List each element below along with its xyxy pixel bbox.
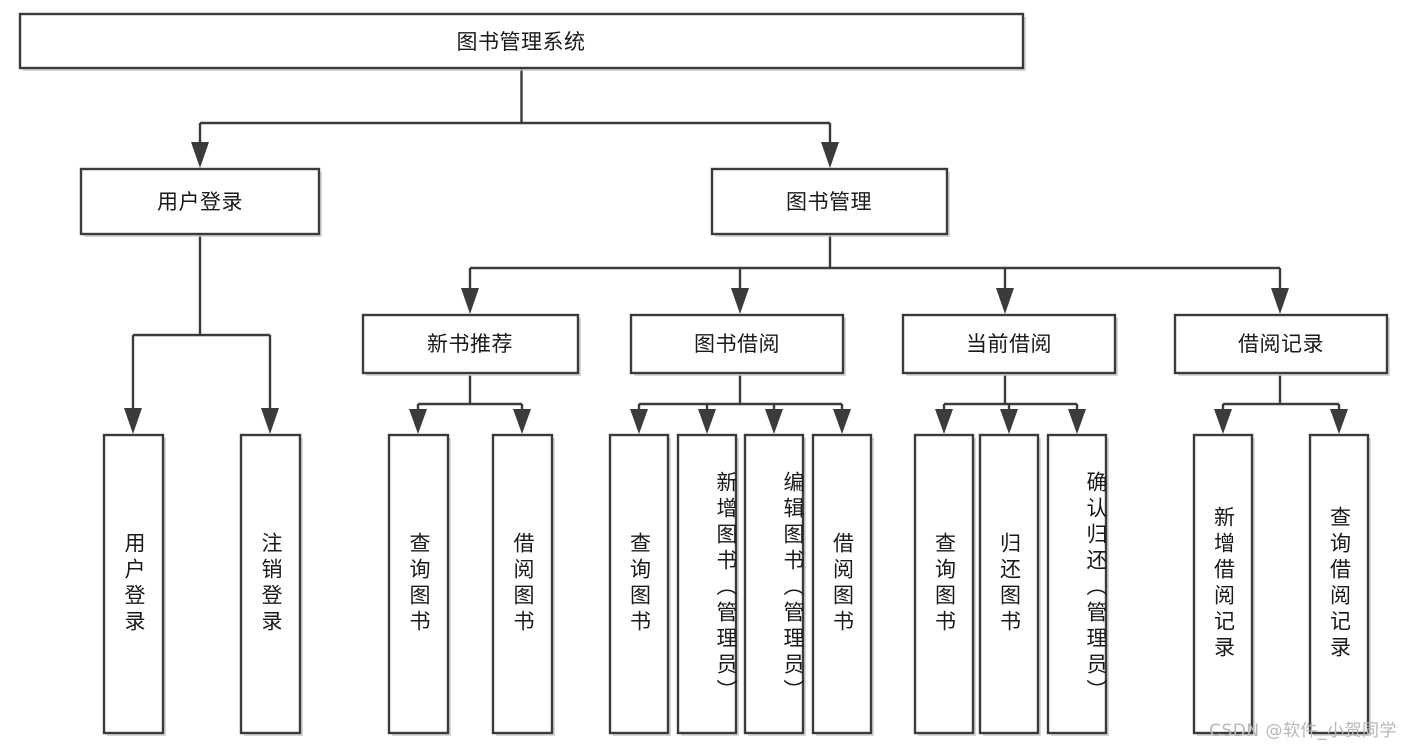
- node-root-book-management-system[interactable]: 图书管理系统: [18, 12, 1026, 71]
- node-current-borrow[interactable]: 当前借阅: [901, 313, 1118, 376]
- arrow-currentborrow-leaf-2: [1000, 409, 1018, 434]
- arrow-newbook-leaf-1: [409, 409, 427, 434]
- leaf-node-user-login-action[interactable]: [102, 433, 166, 736]
- arrow-bookborrow-leaf-3: [765, 409, 783, 434]
- leaf-bookborrow-borrow-box[interactable]: [811, 433, 873, 735]
- leaf-node-bookborrow-add-book[interactable]: [676, 433, 739, 736]
- leaf-logout-box[interactable]: [239, 433, 302, 735]
- leaf-node-currentborrow-query-book[interactable]: [913, 433, 976, 736]
- arrow-to-new-book: [461, 288, 479, 314]
- arrow-bookborrow-leaf-4: [833, 409, 851, 434]
- root-label: 图书管理系统: [457, 30, 586, 54]
- leaf-bookborrow-query-box[interactable]: [608, 433, 670, 735]
- node-book-borrow[interactable]: 图书借阅: [629, 313, 846, 376]
- arrow-newbook-leaf-2: [513, 409, 531, 434]
- arrow-bookborrow-leaf-2: [698, 409, 716, 434]
- leaf-borrowrecord-query-box[interactable]: [1308, 433, 1370, 735]
- current-borrow-label: 当前借阅: [966, 332, 1052, 356]
- borrow-record-label: 借阅记录: [1238, 332, 1324, 356]
- leaf-node-newbook-query-book[interactable]: [387, 433, 451, 736]
- leaf-borrowrecord-add-box[interactable]: [1192, 433, 1254, 735]
- leaf-currentborrow-return-box[interactable]: [978, 433, 1040, 735]
- watermark-text: CSDN @软件_小贺同学: [1209, 721, 1397, 741]
- node-user-login[interactable]: 用户登录: [79, 167, 322, 237]
- leaf-currentborrow-query-box[interactable]: [913, 433, 975, 735]
- root-box[interactable]: [18, 12, 1025, 70]
- user-login-box[interactable]: [79, 167, 321, 236]
- arrow-to-current-borrow: [996, 288, 1014, 314]
- leaf-node-currentborrow-return-book[interactable]: [978, 433, 1041, 736]
- arrow-borrowrecord-leaf-2: [1330, 409, 1348, 434]
- borrow-record-box[interactable]: [1173, 313, 1389, 375]
- arrow-to-user-login: [191, 142, 209, 168]
- leaf-node-newbook-borrow-book[interactable]: [491, 433, 555, 736]
- leaf-node-bookborrow-edit-book[interactable]: [743, 433, 806, 736]
- leaf-newbook-borrow-box[interactable]: [491, 433, 554, 735]
- leaf-node-logout[interactable]: [239, 433, 303, 736]
- arrow-userlogin-leaf-1: [124, 408, 142, 434]
- leaf-node-bookborrow-borrow-book[interactable]: [811, 433, 874, 736]
- book-management-box[interactable]: [710, 167, 949, 236]
- user-login-label: 用户登录: [157, 190, 243, 214]
- current-borrow-box[interactable]: [901, 313, 1117, 375]
- arrow-to-borrow-record: [1271, 288, 1289, 314]
- book-management-label: 图书管理: [786, 190, 872, 214]
- leaf-newbook-query-box[interactable]: [387, 433, 450, 735]
- book-borrow-label: 图书借阅: [694, 332, 780, 356]
- arrow-to-book-borrow: [731, 288, 749, 314]
- node-borrow-record[interactable]: 借阅记录: [1173, 313, 1390, 376]
- connectors-group: [124, 68, 1348, 434]
- arrow-borrowrecord-leaf-1: [1214, 409, 1232, 434]
- arrow-bookborrow-leaf-1: [630, 409, 648, 434]
- new-book-recommend-label: 新书推荐: [427, 332, 513, 356]
- arrow-userlogin-leaf-2: [261, 408, 279, 434]
- new-book-recommend-box[interactable]: [361, 313, 580, 375]
- arrow-to-book-mgmt: [821, 142, 839, 168]
- leaf-node-bookborrow-query-book[interactable]: [608, 433, 671, 736]
- node-book-management[interactable]: 图书管理: [710, 167, 950, 237]
- leaf-node-currentborrow-confirm-return[interactable]: [1046, 433, 1109, 736]
- leaf-user-login-box[interactable]: [102, 433, 165, 735]
- arrow-currentborrow-leaf-1: [935, 409, 953, 434]
- book-borrow-box[interactable]: [629, 313, 845, 375]
- leaf-node-borrowrecord-add-record[interactable]: [1192, 433, 1255, 736]
- leaf-bookborrow-add-box[interactable]: [676, 433, 738, 735]
- leaf-node-borrowrecord-query-record[interactable]: [1308, 433, 1371, 736]
- leaf-currentborrow-confirm-box[interactable]: [1046, 433, 1108, 735]
- leaf-bookborrow-edit-box[interactable]: [743, 433, 805, 735]
- node-new-book-recommend[interactable]: 新书推荐: [361, 313, 581, 376]
- arrow-currentborrow-leaf-3: [1068, 409, 1086, 434]
